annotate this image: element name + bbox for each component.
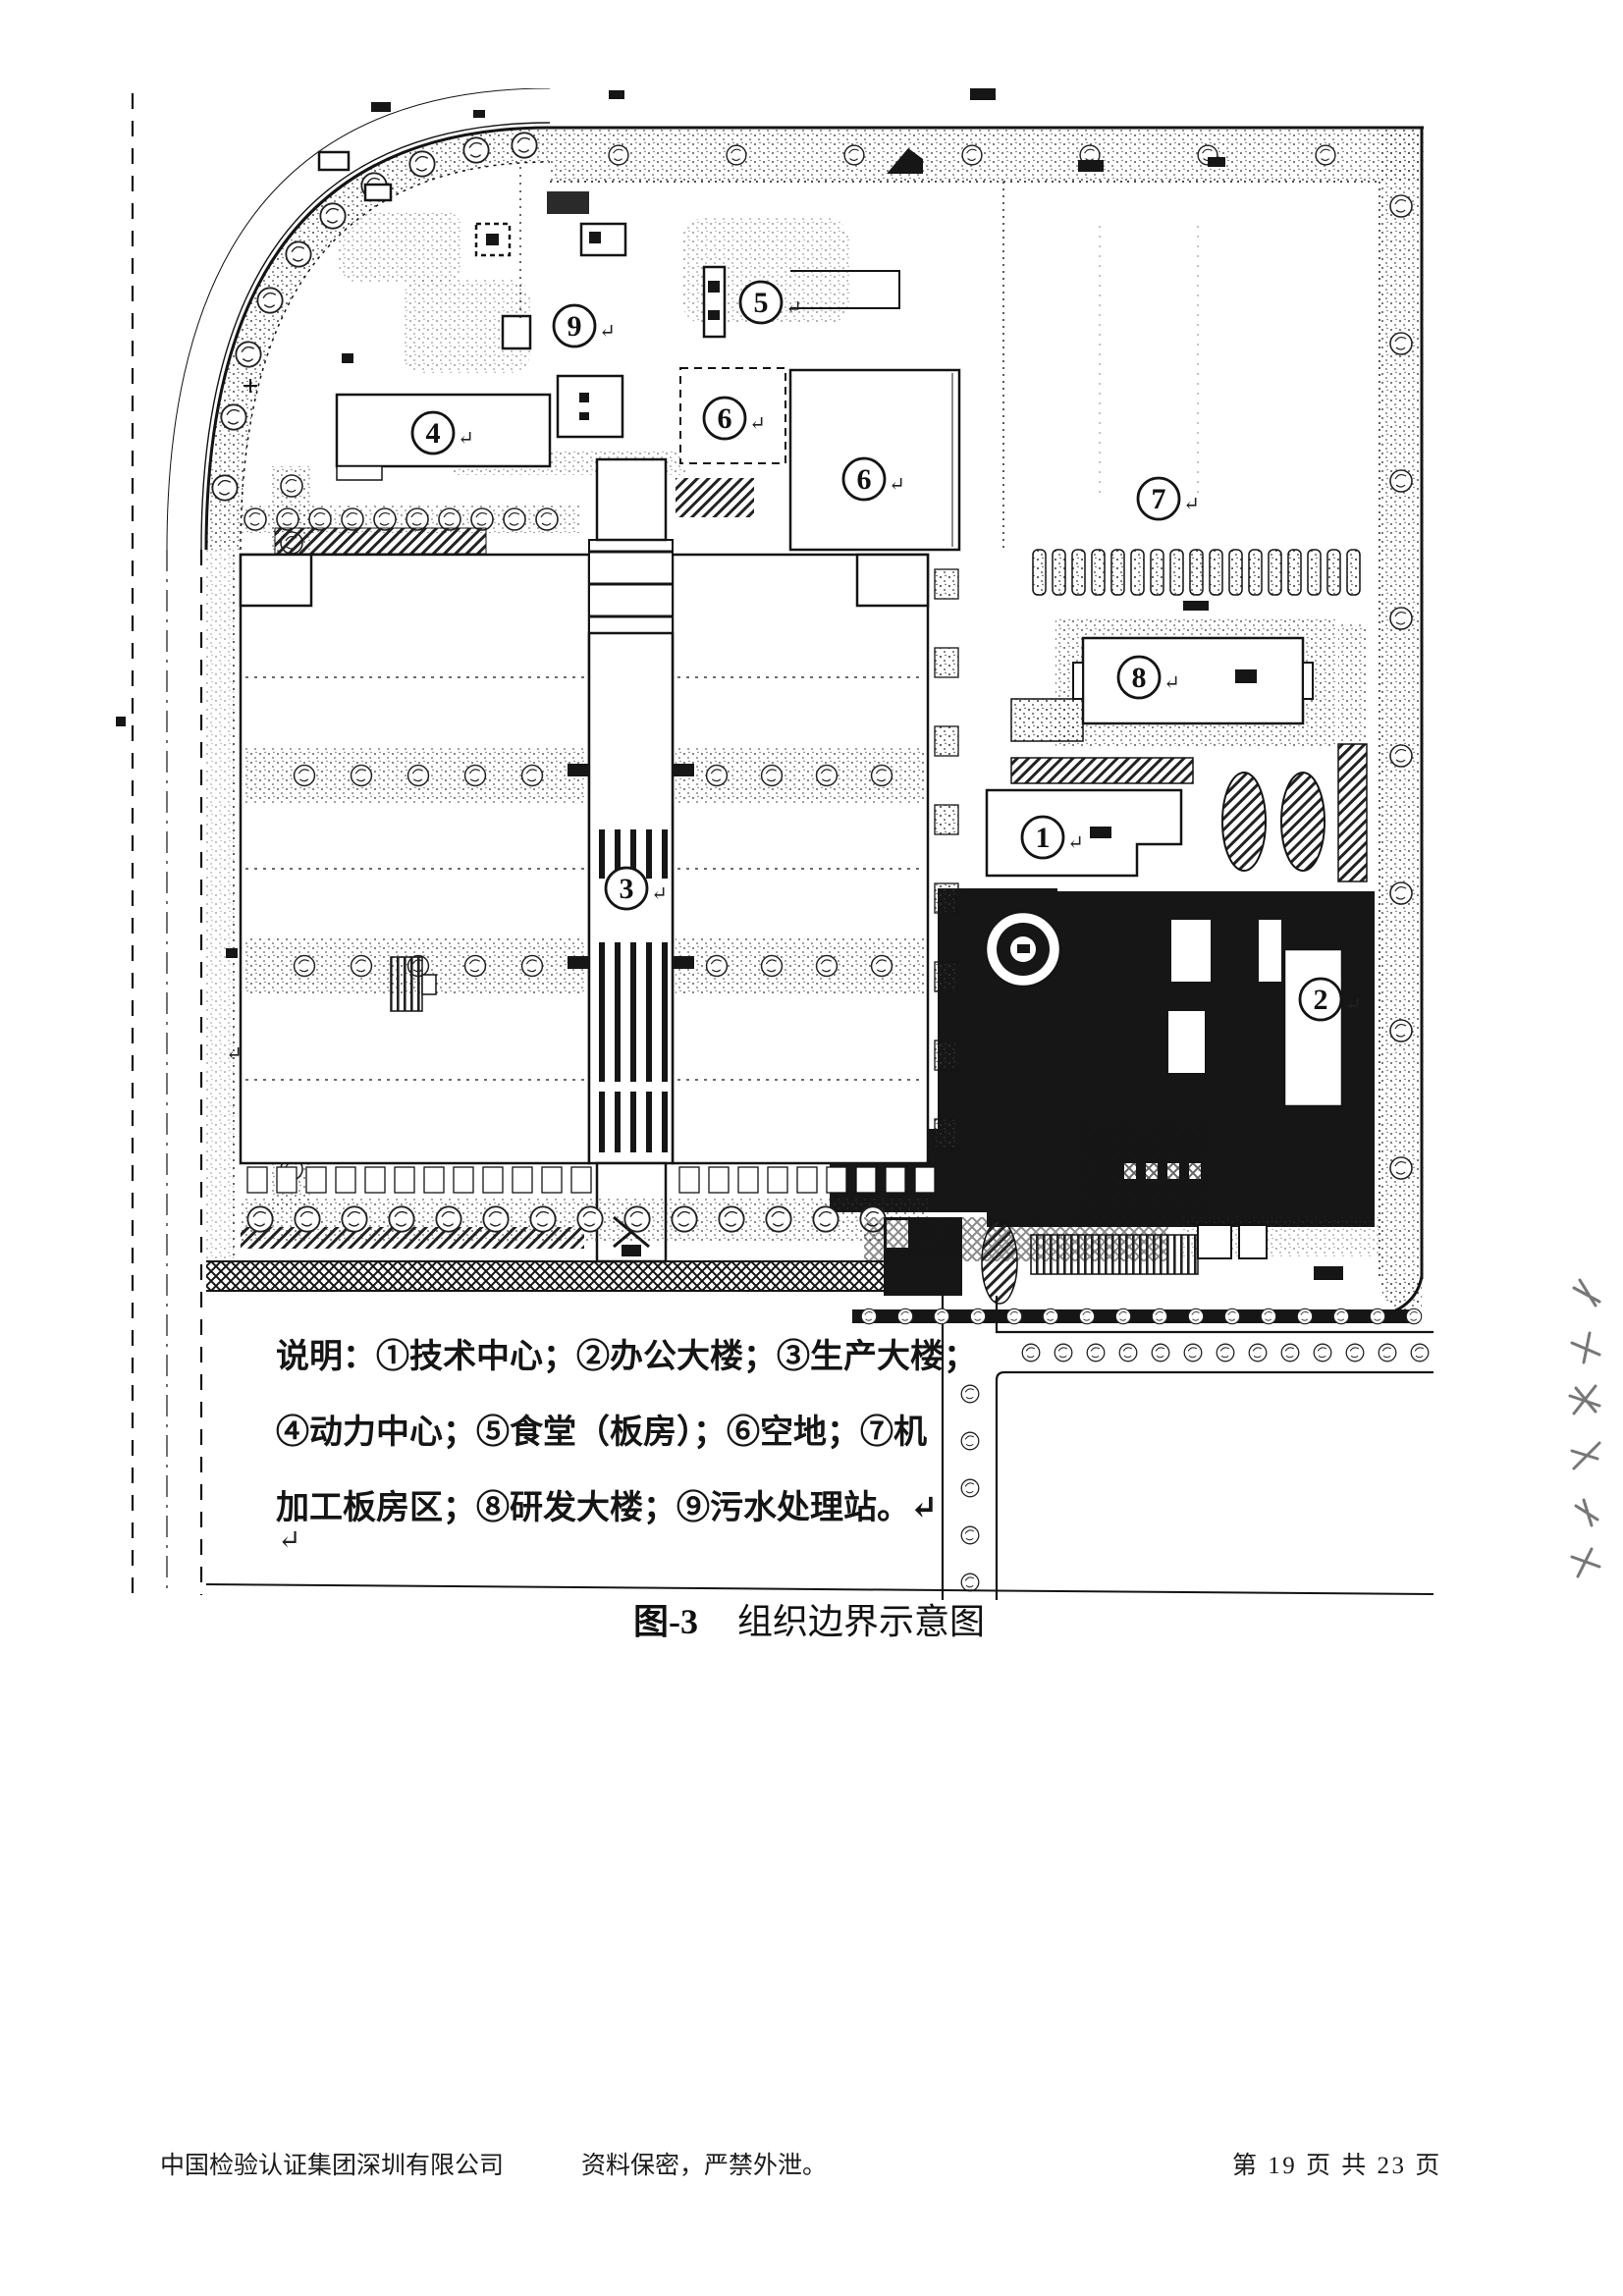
footer-company-name: 中国检验认证集团深圳有限公司 xyxy=(160,2153,505,2179)
stray-return-mark: ↵ xyxy=(278,1525,301,1556)
svg-text:↵: ↵ xyxy=(458,428,474,450)
building-marker-6b: 6 ↵ xyxy=(841,456,905,502)
footer-confidentiality-notice: 资料保密，严禁外泄。 xyxy=(581,2153,828,2179)
figure-bottom-rule xyxy=(205,1583,1434,1595)
svg-text:3: 3 xyxy=(620,873,634,905)
svg-text:5: 5 xyxy=(754,287,769,319)
site-plan-figure: ↵ 9 ↵ 5 ↵ 4 ↵ 6 ↵ 6 ↵ 7 ↵ xyxy=(116,88,1434,1600)
svg-text:2: 2 xyxy=(1314,984,1328,1016)
legend-line-2: ④动力中心；⑤食堂（板房）；⑥空地；⑦机 xyxy=(276,1415,927,1451)
svg-text:↵: ↵ xyxy=(651,883,668,905)
svg-text:↵: ↵ xyxy=(1067,832,1084,854)
footer-page-indicator: 第 19 页 共 23 页 xyxy=(1232,2153,1442,2179)
svg-text:↵: ↵ xyxy=(785,297,802,319)
production-building-complex xyxy=(233,457,959,1263)
legend-line-3: 加工板房区；⑧研发大楼；⑨污水处理站。↵ xyxy=(276,1490,939,1526)
svg-text:↵: ↵ xyxy=(599,321,616,343)
svg-text:↵: ↵ xyxy=(1183,494,1200,515)
sewage-station-area xyxy=(474,167,627,439)
svg-text:6: 6 xyxy=(718,402,732,435)
svg-text:9: 9 xyxy=(568,310,582,343)
legend-text: 说明：①技术中心；②办公大楼；③生产大楼； ④动力中心；⑤食堂（板房）；⑥空地；… xyxy=(276,1319,977,1546)
left-road xyxy=(116,88,551,1595)
svg-text:4: 4 xyxy=(426,417,441,450)
illegible-watermark-marks xyxy=(1568,1278,1601,1578)
building-marker-9: 9 ↵ xyxy=(552,303,616,348)
svg-text:↵: ↵ xyxy=(1163,672,1180,694)
rnd-building-area xyxy=(1010,618,1335,748)
svg-text:6: 6 xyxy=(857,463,872,496)
figure-caption: 图-3 组织边界示意图 xyxy=(633,1593,985,1644)
building-marker-5: 5 ↵ xyxy=(738,280,802,325)
building-marker-1: 1 ↵ xyxy=(1020,815,1084,860)
building-marker-4: 4 ↵ xyxy=(410,410,474,455)
legend-line-1: 说明：①技术中心；②办公大楼；③生产大楼； xyxy=(276,1339,977,1375)
building-marker-7: 7 ↵ xyxy=(1136,476,1200,521)
figure-caption-label: 图-3 xyxy=(633,1602,698,1641)
machining-shed-area xyxy=(887,88,1361,611)
svg-text:8: 8 xyxy=(1132,662,1147,694)
building-marker-3: 3 ↵ xyxy=(604,866,668,911)
stray-return-mark-left: ↵ xyxy=(226,1043,243,1065)
parking-hatch-patch xyxy=(676,478,754,517)
svg-text:1: 1 xyxy=(1036,822,1051,854)
building-marker-8: 8 ↵ xyxy=(1116,655,1180,700)
figure-caption-title: 组织边界示意图 xyxy=(737,1602,986,1641)
svg-text:↵: ↵ xyxy=(749,413,766,435)
svg-text:↵: ↵ xyxy=(889,474,905,496)
svg-text:7: 7 xyxy=(1152,483,1166,515)
building-marker-2: 2 ↵ xyxy=(1298,977,1362,1022)
canteen-area xyxy=(702,265,900,339)
gate-and-roads xyxy=(852,1217,1434,1600)
building-marker-6a: 6 ↵ xyxy=(702,396,766,441)
site-boundary xyxy=(204,126,1424,1323)
svg-text:↵: ↵ xyxy=(1345,994,1362,1016)
